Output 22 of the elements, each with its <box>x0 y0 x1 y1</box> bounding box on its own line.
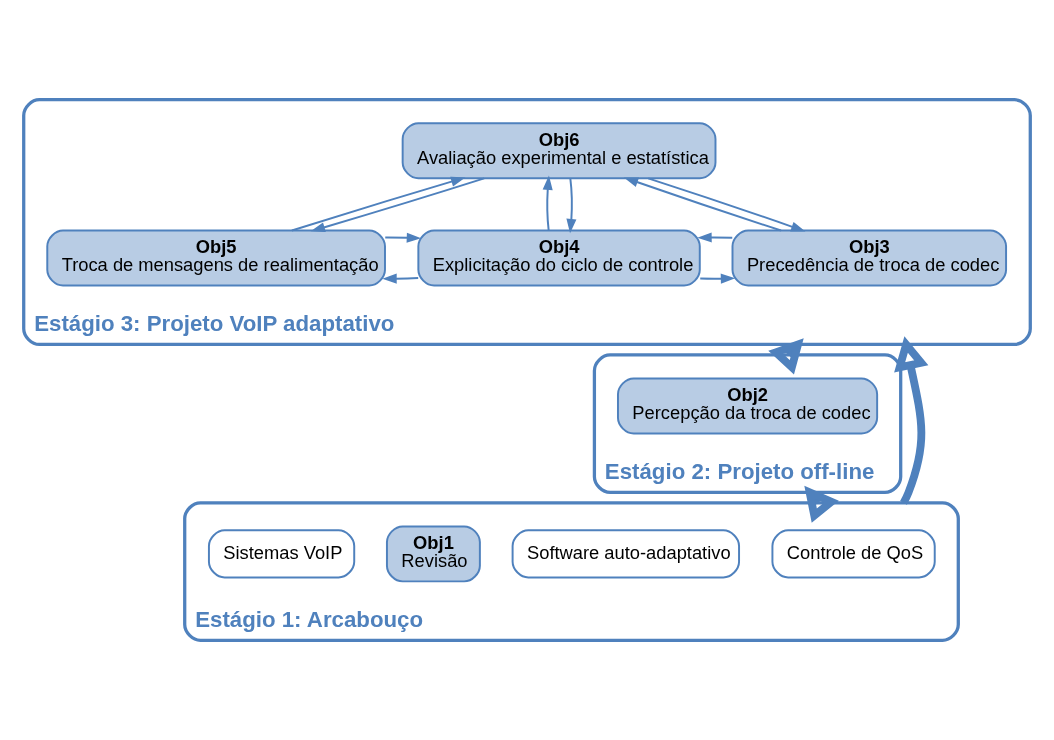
arrow <box>804 485 839 523</box>
arrow <box>566 177 577 234</box>
arrow <box>623 177 782 232</box>
node-box: Obj6 Avaliação experimental e estatística <box>401 122 717 180</box>
arrow <box>384 232 422 243</box>
arrow <box>290 176 466 232</box>
node-box: Obj2 Percepção da troca de codec <box>617 377 879 435</box>
arrow <box>382 273 420 284</box>
node-box: Software auto-adaptativo <box>511 529 741 579</box>
arrow <box>697 232 734 243</box>
node-box: Controle de QoS <box>771 529 936 579</box>
node-box: Obj5 Troca de mensagens de realimentação <box>46 229 386 287</box>
arrow <box>894 336 929 505</box>
arrow <box>699 273 736 284</box>
node-box: Obj3 Precedência de troca de codec <box>731 229 1008 287</box>
node-box: Obj1 Revisão <box>385 525 481 583</box>
arrow <box>542 175 553 232</box>
arrow <box>647 177 806 232</box>
arrow <box>310 177 486 233</box>
node-box: Sistemas VoIP <box>207 529 356 579</box>
arrow <box>768 338 804 375</box>
node-box: Obj4 Explicitação do ciclo de controle <box>417 229 701 287</box>
